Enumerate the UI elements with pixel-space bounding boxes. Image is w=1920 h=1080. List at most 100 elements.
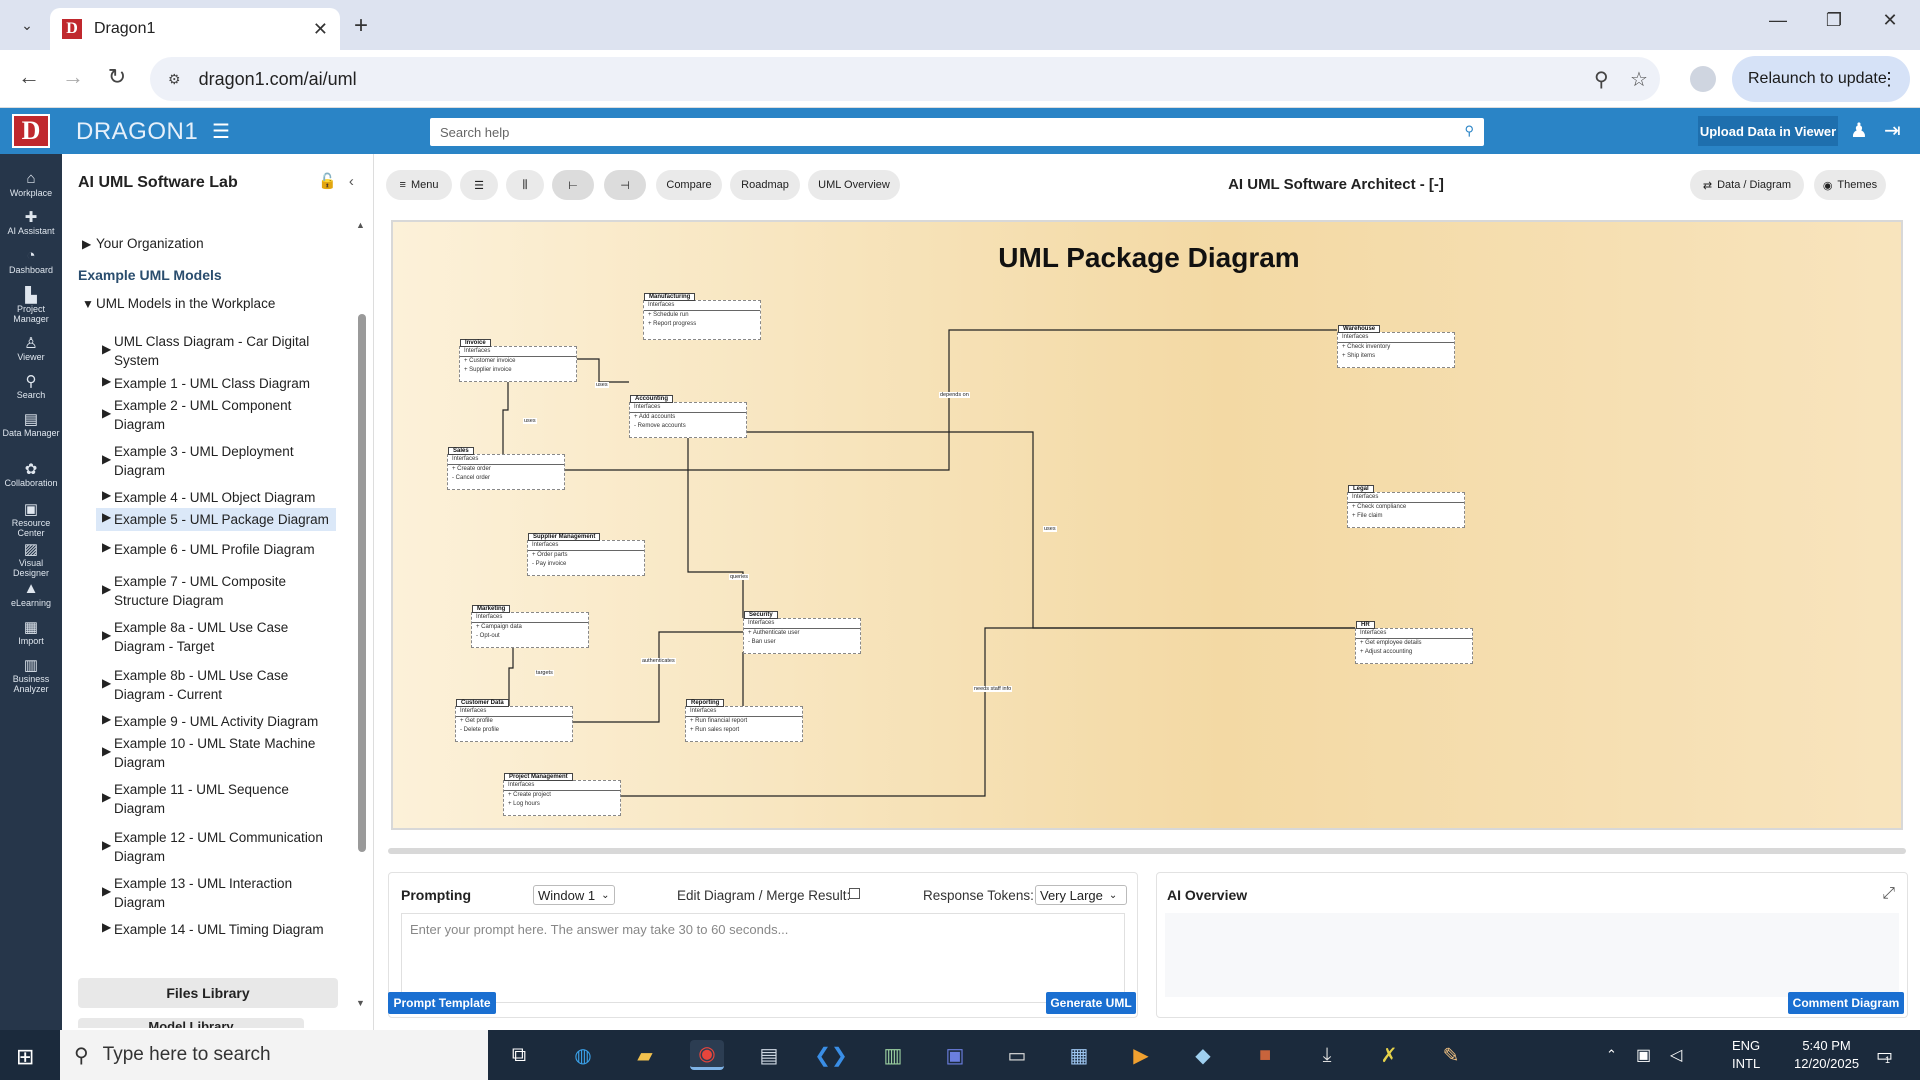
- logout-icon[interactable]: ⇥: [1884, 120, 1901, 142]
- zoom-icon[interactable]: ⚲: [1594, 68, 1609, 91]
- merge-checkbox[interactable]: [849, 888, 860, 899]
- dependency-line[interactable]: [621, 627, 1355, 797]
- volume-icon[interactable]: ◁: [1670, 1047, 1683, 1064]
- lock-icon[interactable]: 🔓: [318, 173, 337, 190]
- rail-item-1[interactable]: ⌂Workplace: [0, 170, 62, 198]
- rail-item-7[interactable]: ▤Data Manager: [0, 410, 62, 438]
- user-icon[interactable]: ♟: [1850, 120, 1868, 142]
- data-diagram-button[interactable]: ⇄ Data / Diagram: [1690, 170, 1804, 200]
- site-info-icon[interactable]: ⚙: [168, 70, 181, 87]
- app-icon-6[interactable]: ✗: [1380, 1044, 1398, 1067]
- uml-overview-button[interactable]: UML Overview: [808, 170, 900, 200]
- profile-avatar[interactable]: [1690, 66, 1716, 92]
- align-columns-button[interactable]: ⫼: [506, 170, 544, 200]
- dependency-line[interactable]: [502, 382, 509, 454]
- sidebar-scrollbar[interactable]: ▲ ▼: [356, 220, 365, 1008]
- vscode-icon[interactable]: ❮❯: [814, 1044, 848, 1067]
- new-tab-icon[interactable]: +: [354, 12, 369, 39]
- download-icon[interactable]: ⤓: [1322, 1043, 1332, 1066]
- files-library-button[interactable]: Files Library: [78, 978, 338, 1008]
- panel-splitter[interactable]: [388, 848, 1906, 854]
- compare-button[interactable]: Compare: [656, 170, 722, 200]
- hierarchy-layout-button[interactable]: ⊣: [604, 170, 646, 200]
- tree-item-example-6[interactable]: ▶Example 6 - UML Profile Diagram: [96, 538, 336, 561]
- tree-item-example-1[interactable]: ▶Example 1 - UML Class Diagram: [96, 372, 336, 395]
- tree-item-example-5[interactable]: ▶Example 5 - UML Package Diagram: [96, 508, 336, 531]
- rail-item-10[interactable]: ▨Visual Designer: [0, 540, 62, 578]
- dependency-line[interactable]: [577, 358, 629, 383]
- tree-item-example-4[interactable]: ▶Example 4 - UML Object Diagram: [96, 486, 336, 509]
- app-icon-1[interactable]: ▤: [759, 1044, 779, 1067]
- generate-uml-button[interactable]: Generate UML: [1046, 992, 1136, 1014]
- rail-item-8[interactable]: ✿Collaboration: [0, 460, 62, 488]
- windows-start-icon[interactable]: ⊞: [16, 1044, 35, 1069]
- rail-item-4[interactable]: ▙Project Manager: [0, 286, 62, 324]
- url-field[interactable]: ⚙ dragon1.com/ai/uml ⚲ ☆: [150, 57, 1660, 101]
- tab-search-dropdown-icon[interactable]: ⌄: [21, 16, 33, 33]
- language-indicator[interactable]: ENG INTL: [1732, 1030, 1760, 1080]
- app-icon-2[interactable]: ▥: [883, 1044, 903, 1067]
- window-select[interactable]: Window 1 ⌄: [533, 885, 615, 905]
- app-icon-4[interactable]: ◆: [1195, 1044, 1211, 1067]
- app-icon-3[interactable]: ▦: [1069, 1044, 1089, 1067]
- hamburger-menu-icon[interactable]: ☰: [212, 121, 230, 143]
- comment-diagram-button[interactable]: Comment Diagram: [1788, 992, 1904, 1014]
- tree-item-example-10[interactable]: ▶Example 9 - UML Activity Diagram: [96, 710, 336, 733]
- themes-button[interactable]: ◉ Themes: [1814, 170, 1886, 200]
- rail-item-9[interactable]: ▣Resource Center: [0, 500, 62, 538]
- media-player-icon[interactable]: ▶: [1133, 1044, 1149, 1067]
- notifications-icon[interactable]: ▭1: [1876, 1044, 1894, 1066]
- dependency-line[interactable]: [508, 648, 514, 706]
- browser-tab[interactable]: D Dragon1 ✕: [50, 8, 340, 50]
- rail-item-2[interactable]: ✚AI Assistant: [0, 208, 62, 236]
- minimize-icon[interactable]: —: [1769, 10, 1787, 30]
- sidebar-scroll-thumb[interactable]: [358, 314, 366, 852]
- align-left-button[interactable]: ☰: [460, 170, 498, 200]
- roadmap-button[interactable]: Roadmap: [730, 170, 800, 200]
- tree-item-example-15[interactable]: ▶Example 14 - UML Timing Diagram: [96, 918, 336, 941]
- network-icon[interactable]: ▣: [1636, 1047, 1652, 1064]
- dependency-line[interactable]: [565, 329, 1337, 471]
- tokens-select[interactable]: Very Large ⌄: [1035, 885, 1127, 905]
- rail-item-11[interactable]: ▲eLearning: [0, 580, 62, 608]
- rail-item-13[interactable]: ▥Business Analyzer: [0, 656, 62, 694]
- reload-icon[interactable]: ↻: [107, 64, 127, 89]
- more-menu-icon[interactable]: ⋮: [1880, 68, 1898, 89]
- model-library-button[interactable]: Model Library: [78, 1018, 304, 1028]
- back-icon[interactable]: ←: [18, 64, 40, 89]
- dependency-line[interactable]: [687, 438, 744, 618]
- dependency-line[interactable]: [573, 631, 743, 723]
- close-tab-icon[interactable]: ✕: [312, 18, 328, 39]
- tray-expand-icon[interactable]: ⌃: [1606, 1047, 1617, 1062]
- relaunch-button[interactable]: Relaunch to update ⋮: [1732, 56, 1910, 102]
- rail-item-5[interactable]: ♙Viewer: [0, 334, 62, 362]
- tree-layout-button[interactable]: ⊢: [552, 170, 594, 200]
- prompt-template-button[interactable]: Prompt Template: [388, 992, 496, 1014]
- chrome-icon[interactable]: ◉: [690, 1040, 724, 1070]
- menu-button[interactable]: ≡ Menu: [386, 170, 452, 200]
- terminal-icon[interactable]: ▭: [1007, 1044, 1027, 1067]
